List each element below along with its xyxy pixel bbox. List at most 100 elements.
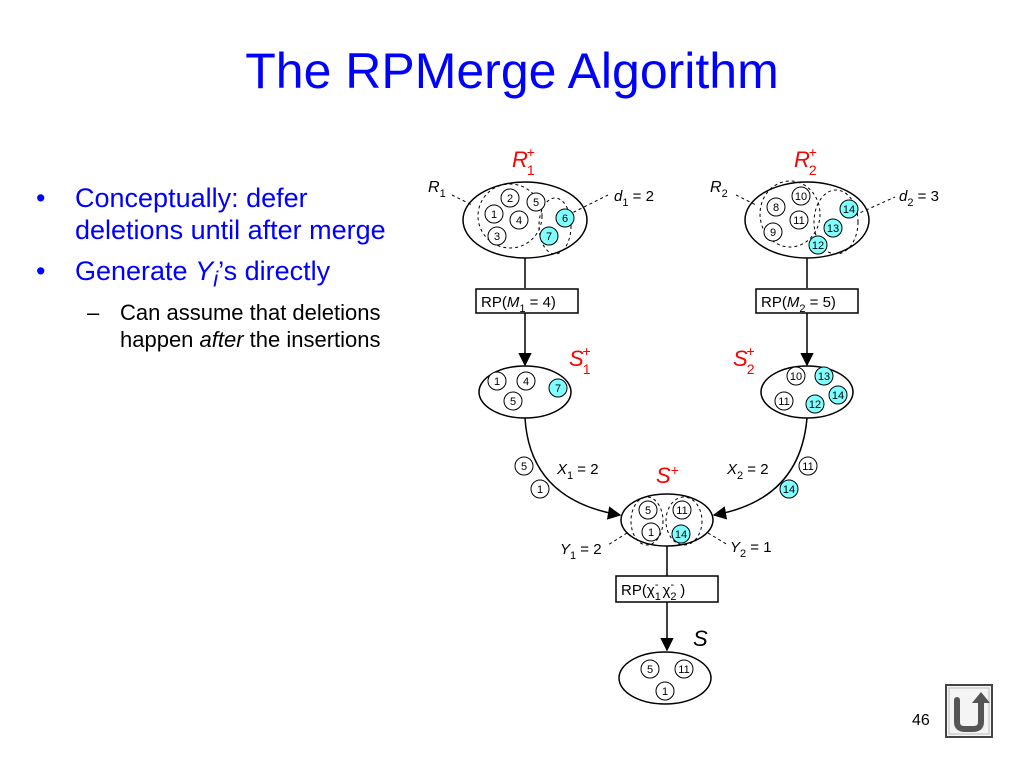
- page-number: 46: [912, 712, 930, 729]
- node-label: 1: [491, 209, 497, 221]
- return-arrow-icon: [945, 684, 993, 738]
- d2-leader: [854, 196, 896, 216]
- r2-plus-label: R2+: [794, 144, 817, 178]
- node-label: 13: [818, 371, 830, 383]
- node-circle: [514, 456, 534, 476]
- sub-text-pre: Can assume that deletions happen: [120, 300, 381, 352]
- y1-label: Y1 = 2: [560, 541, 602, 562]
- node-label: 4: [523, 376, 529, 388]
- x2-node-group: 11 14: [779, 456, 818, 499]
- s2-plus-label: S2+: [733, 343, 755, 377]
- node-label: 12: [809, 399, 821, 411]
- s-final-label: S: [693, 626, 708, 651]
- node-circle: [487, 371, 507, 391]
- node-label: 14: [843, 204, 855, 216]
- node-label: 13: [827, 223, 839, 235]
- sub-bullet-marker: –: [87, 300, 100, 326]
- node-circle: [791, 186, 811, 206]
- node-label: 12: [812, 240, 824, 252]
- rp1-box: [475, 288, 579, 314]
- node-circle: [774, 391, 794, 411]
- node-circle: [763, 222, 783, 242]
- node-label: 9: [770, 227, 776, 239]
- y2-leader: [707, 532, 729, 546]
- node-label: 10: [790, 371, 802, 383]
- node-label: 8: [773, 202, 779, 214]
- rp2-label: RP(M2 = 5): [761, 294, 836, 315]
- node-label: 7: [555, 383, 561, 395]
- node-circle: [487, 226, 507, 246]
- r2-dashed-group-left: [759, 180, 821, 248]
- y2-label: Y2 = 1: [730, 539, 772, 560]
- node-circle: [805, 394, 825, 414]
- node-circle: [786, 366, 806, 386]
- node-circle: [641, 522, 661, 542]
- sub-text-post: the insertions: [243, 326, 381, 352]
- node-label: 11: [678, 664, 689, 676]
- node-circle: [672, 500, 692, 520]
- rp1-label: RP(M1 = 4): [481, 294, 556, 315]
- node-label: 3: [494, 231, 500, 243]
- node-circle: [640, 659, 660, 679]
- node-circle: [839, 199, 859, 219]
- slide-title: The RPMerge Algorithm: [245, 43, 779, 99]
- r1-leader: [451, 194, 473, 206]
- r2-leader: [735, 194, 757, 206]
- bullet-item-generate: • Generate Yi’s directly: [30, 255, 390, 292]
- node-label: 11: [778, 396, 789, 408]
- bullet-item-conceptually: • Conceptually: defer deletions until af…: [30, 182, 390, 247]
- d1-leader: [567, 194, 609, 216]
- r1-plus-label: R1+: [512, 144, 535, 178]
- node-circle: [779, 479, 799, 499]
- node-label: 14: [783, 484, 795, 496]
- r2-label: R2: [710, 179, 728, 200]
- bullet-text-post: ’s directly: [218, 255, 331, 286]
- node-circle: [500, 188, 520, 208]
- node-circle: [671, 524, 691, 544]
- node-label: 14: [675, 529, 687, 541]
- s1-to-splus-arrow: [524, 417, 622, 520]
- node-label: 1: [494, 376, 500, 388]
- node-circle: [548, 378, 568, 398]
- node-label: 14: [832, 390, 844, 402]
- node-label: 5: [647, 664, 653, 676]
- bullet-text-pre: Generate: [75, 255, 196, 286]
- node-circle: [766, 197, 786, 217]
- node-label: 2: [507, 193, 513, 205]
- node-label: 1: [537, 484, 543, 496]
- node-circle: [503, 391, 523, 411]
- node-label: 4: [516, 215, 522, 227]
- s-plus-set-ellipse: [620, 493, 714, 547]
- d1-label: d1 = 2: [614, 188, 654, 209]
- node-label: 11: [802, 461, 813, 473]
- s-plus-dashed-left: [630, 496, 664, 546]
- bullet-var-sub: i: [213, 266, 219, 292]
- node-label: 5: [521, 461, 527, 473]
- node-circle: [526, 192, 546, 212]
- r1-dashed-group-left: [477, 183, 543, 249]
- bullet-marker: •: [36, 183, 46, 213]
- node-label: 10: [795, 191, 807, 203]
- node-circle: [539, 226, 559, 246]
- x1-label: X1 = 2: [556, 461, 599, 482]
- node-circle: [509, 210, 529, 230]
- return-button[interactable]: [945, 684, 993, 738]
- r1-dashed-group-right: [538, 197, 572, 255]
- x2-label: X2 = 2: [726, 461, 769, 482]
- node-label: 7: [546, 231, 552, 243]
- rp3-box: [615, 575, 719, 603]
- rp3-label: RP(χ1-χ2-): [621, 579, 685, 603]
- rp2-box: [755, 288, 859, 314]
- node-circle: [823, 218, 843, 238]
- node-circle: [484, 204, 504, 224]
- node-circle: [638, 500, 658, 520]
- bullet-list: • Conceptually: defer deletions until af…: [30, 182, 390, 353]
- node-circle: [530, 479, 550, 499]
- node-circle: [789, 210, 809, 230]
- node-label: 1: [662, 686, 668, 698]
